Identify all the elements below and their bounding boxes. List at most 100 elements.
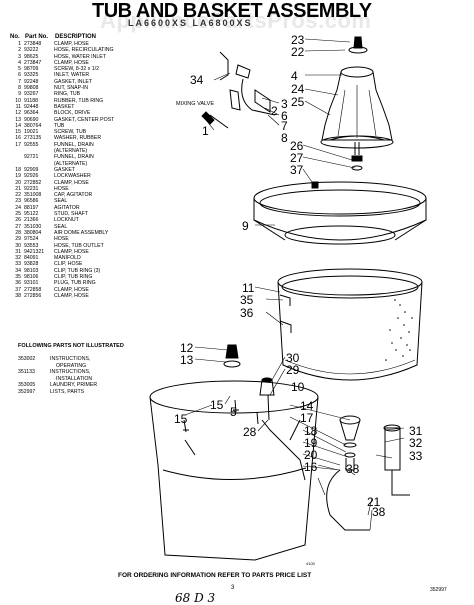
parts-cell-pn: 93325 [24, 72, 39, 79]
callout-12: 12 [180, 341, 194, 355]
callout-37: 37 [290, 163, 304, 177]
callout-35: 35 [240, 293, 254, 307]
parts-cell-no: 36 [15, 280, 21, 287]
not-illustrated-description: OPERATING [56, 362, 87, 369]
tub-ring [253, 181, 427, 245]
parts-cell-pn: 93101 [24, 280, 39, 287]
callout-11: 11 [242, 281, 255, 295]
callout-20: 20 [304, 448, 318, 462]
parts-cell-pn: 92555 [24, 141, 39, 148]
parts-cell-pn: 92721 [24, 154, 39, 161]
parts-cell-pn: 93222 [24, 47, 39, 54]
parts-cell-desc: SEAL [54, 198, 68, 205]
mixing-valve-label: MIXING VALVE [176, 101, 215, 107]
parts-cell-desc: CLIP, HOSE [54, 261, 83, 268]
parts-cell-pn: 98106 [24, 273, 39, 280]
callout-9: 9 [242, 219, 249, 233]
parts-cell-no: 30 [15, 242, 21, 249]
document-number: 352997 [430, 587, 447, 593]
parts-cell-desc: HOSE, WATER INLET [54, 53, 106, 60]
not-illustrated-part-no: 351133 [18, 369, 35, 375]
not-illustrated-row: 351133 INSTRUCTIONS, [18, 369, 97, 376]
parts-cell-desc: HOSE [54, 185, 69, 192]
parts-cell-pn: 92448 [24, 103, 39, 110]
parts-cell-desc: BLOCK, DRIVE [54, 110, 91, 117]
parts-cell-pn: 351008 [24, 192, 42, 199]
parts-cell-desc: FUNNEL, DRAIN [54, 141, 94, 148]
parts-cell-no: 27 [15, 223, 21, 230]
parts-cell-desc: NUT, SNAP-IN [54, 85, 89, 92]
parts-cell-no: 23 [15, 198, 21, 205]
drain-funnel [326, 415, 370, 531]
parts-cell-desc: STUD, SHAFT [54, 211, 89, 218]
parts-cell-no: 31 [15, 248, 21, 255]
parts-cell-pn: 92248 [24, 78, 39, 85]
parts-cell-pn: 273135 [24, 135, 42, 142]
callout-33: 33 [409, 449, 423, 463]
parts-cell-desc: HOSE [54, 236, 69, 243]
parts-cell-desc: HOSE, RECIRCULATING [54, 47, 114, 54]
not-illustrated-description: LISTS, PARTS [50, 388, 85, 395]
page-subtitle: LA6600XS LA6800XS [128, 18, 253, 28]
parts-cell-desc: (ALTERNATE) [54, 160, 88, 167]
parts-cell-no: 16 [15, 135, 21, 142]
leader-lines [184, 38, 405, 531]
not-illustrated-description: LAUNDRY, PRIMER [50, 382, 98, 388]
parts-cell-desc: INLET, WATER [54, 72, 90, 79]
tub-ring-clips [279, 294, 292, 333]
parts-cell-no: 7 [18, 78, 21, 85]
callout-16: 16 [304, 460, 318, 474]
parts-cell-no: 35 [15, 273, 21, 280]
parts-cell-no: 25 [15, 211, 21, 218]
callout-38: 38 [346, 462, 360, 476]
parts-cell-no: 33 [15, 261, 21, 268]
not-illustrated-description: INSTRUCTIONS, [50, 369, 91, 375]
header-part-no: Part No. [25, 34, 49, 40]
parts-cell-desc: CLAMP, HOSE [54, 179, 89, 186]
parts-cell-no: 8 [18, 85, 21, 92]
not-illustrated-description: INSTALLATION [56, 375, 93, 382]
callout-1: 1 [202, 124, 209, 138]
not-illustrated-row: INSTALLATION [18, 376, 97, 383]
parts-cell-desc: CLAMP, HOSE [54, 248, 89, 255]
parts-cell-no: 9 [18, 91, 21, 98]
parts-cell-no: 18 [15, 166, 21, 173]
callout-36: 36 [240, 306, 254, 320]
agitator [320, 66, 394, 149]
callout-15: 15 [210, 398, 224, 412]
callout-30: 30 [286, 351, 300, 365]
parts-cell-desc: AGITATOR [54, 204, 80, 211]
not-illustrated-part-no: 353005 [18, 382, 36, 388]
parts-cell-desc: LOCKNUT [54, 217, 79, 224]
parts-cell-no: 3 [18, 53, 21, 60]
parts-cell-desc: BASKET [54, 103, 75, 110]
callout-23: 23 [291, 33, 305, 47]
callout-26: 26 [290, 139, 304, 153]
callout-29: 29 [286, 363, 300, 377]
parts-cell-pn: 272852 [24, 179, 42, 186]
callout-10: 10 [291, 380, 305, 394]
callout-25: 25 [291, 95, 305, 109]
callout-3: 3 [281, 97, 288, 111]
parts-cell-desc: WASHER, RUBBER [54, 135, 102, 142]
parts-cell-no: 29 [15, 236, 21, 243]
not-illustrated-row: 353005 LAUNDRY, PRIMER [18, 382, 97, 389]
handwritten-note: 68 D 3 [175, 591, 216, 605]
